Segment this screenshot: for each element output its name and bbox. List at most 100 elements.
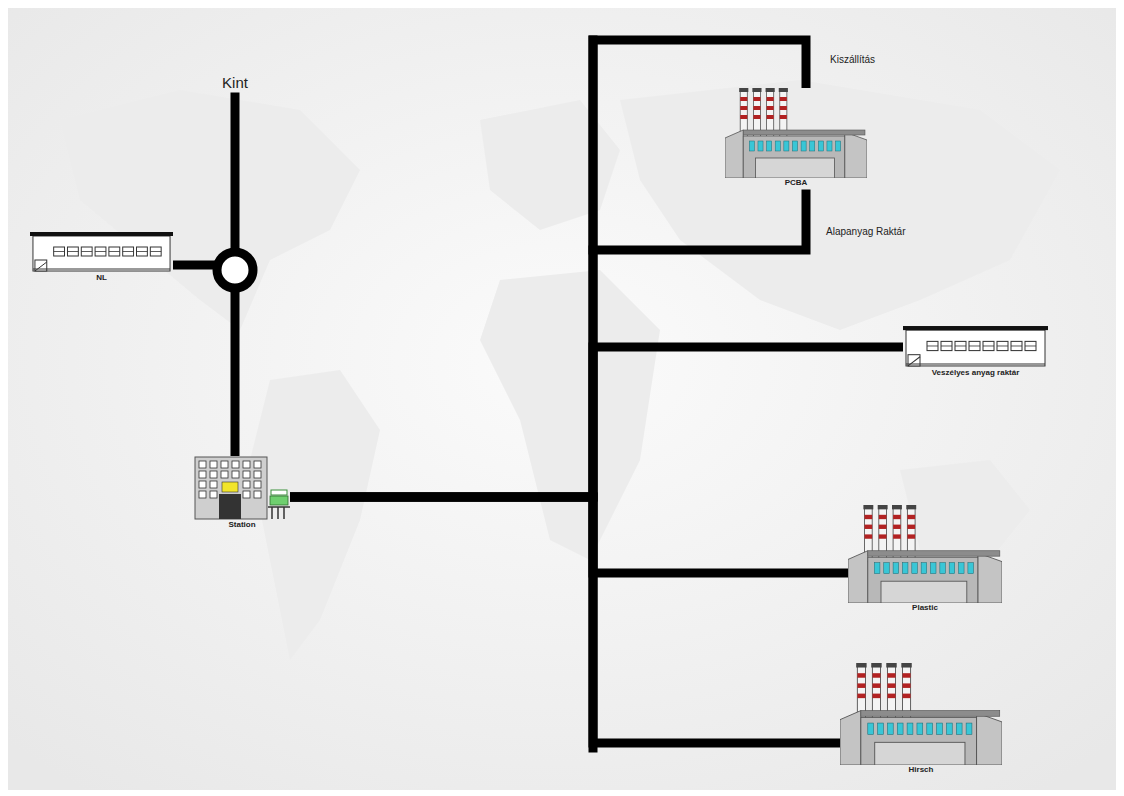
chimney-band bbox=[780, 97, 787, 101]
chimney-band bbox=[879, 525, 887, 529]
chimney-band bbox=[767, 97, 774, 101]
factory-icon bbox=[840, 663, 1002, 765]
chimney-band bbox=[865, 525, 873, 529]
station-window bbox=[221, 471, 228, 478]
window-bar bbox=[941, 345, 952, 346]
warehouse-node: NL bbox=[30, 231, 173, 283]
factory-window bbox=[966, 723, 972, 734]
factory-window bbox=[818, 141, 823, 151]
roads bbox=[235, 40, 806, 748]
chimney-top bbox=[906, 505, 916, 509]
warehouse-window bbox=[927, 341, 938, 350]
chimney-band bbox=[907, 525, 915, 529]
factory-window bbox=[758, 141, 763, 151]
warehouse-node: Veszélyes anyag raktár bbox=[903, 325, 1048, 378]
factory-window bbox=[949, 563, 955, 574]
factory-window bbox=[749, 141, 754, 151]
road-label: Alapanyag Raktár bbox=[826, 226, 906, 238]
station-window bbox=[243, 491, 250, 498]
factory-window bbox=[827, 141, 832, 151]
factory-node: PCBA bbox=[725, 88, 867, 188]
window-bar bbox=[1025, 345, 1036, 346]
station-window bbox=[243, 471, 250, 478]
map-ground bbox=[8, 8, 1116, 790]
node-label: Plastic bbox=[848, 603, 1002, 613]
chimney-band bbox=[907, 515, 915, 519]
continent bbox=[620, 80, 1060, 330]
chimney-band bbox=[865, 534, 873, 538]
station-window bbox=[199, 471, 206, 478]
train-body bbox=[270, 496, 288, 505]
warehouse-icon bbox=[903, 325, 1048, 368]
chimney-top bbox=[871, 663, 881, 668]
factory-window bbox=[912, 563, 918, 574]
station-window bbox=[199, 491, 206, 498]
station-window bbox=[243, 461, 250, 468]
factory-window bbox=[810, 141, 815, 151]
road-label: Kiszállítás bbox=[830, 54, 875, 66]
chimney-top bbox=[863, 505, 873, 509]
chimney-band bbox=[893, 515, 901, 519]
chimney-top bbox=[779, 88, 788, 92]
station-window bbox=[232, 461, 239, 468]
road-out bbox=[231, 97, 240, 258]
factory-window bbox=[959, 563, 965, 574]
factory-window bbox=[927, 723, 933, 734]
window-bar bbox=[123, 251, 134, 252]
chimney-band bbox=[753, 106, 760, 110]
station-window bbox=[243, 481, 250, 488]
factory-window bbox=[775, 141, 780, 151]
window-bar bbox=[969, 345, 980, 346]
warehouse-icon bbox=[30, 231, 173, 273]
factory-window bbox=[801, 141, 806, 151]
station-node: Station bbox=[194, 456, 290, 530]
warehouse-floor bbox=[906, 363, 1045, 364]
warehouse-window bbox=[969, 341, 980, 350]
window-bar bbox=[955, 345, 966, 346]
factory-icon bbox=[725, 88, 867, 178]
chimney-top bbox=[878, 505, 888, 509]
chimney-band bbox=[893, 534, 901, 538]
road-raw-store bbox=[593, 194, 806, 250]
station-window bbox=[210, 471, 217, 478]
chimney-band bbox=[893, 525, 901, 529]
chimney-band bbox=[865, 515, 873, 519]
platform-post bbox=[277, 507, 279, 519]
road-connector bbox=[290, 40, 806, 497]
factory-window bbox=[868, 723, 874, 734]
factory-body bbox=[743, 136, 844, 178]
node-label: Hirsch bbox=[840, 765, 1002, 775]
chimney-band bbox=[907, 534, 915, 538]
continent bbox=[250, 370, 380, 660]
factory-node: Hirsch bbox=[840, 663, 1002, 775]
window-bar bbox=[95, 251, 106, 252]
factory-front bbox=[881, 581, 967, 603]
chimney-band bbox=[740, 106, 747, 110]
station-window bbox=[254, 471, 261, 478]
warehouse-window bbox=[955, 341, 966, 350]
chimney-band bbox=[740, 97, 747, 101]
chimney-top bbox=[766, 88, 775, 92]
factory-window bbox=[921, 563, 927, 574]
chimney-band bbox=[857, 673, 865, 678]
factory-window bbox=[874, 563, 880, 574]
station-window bbox=[221, 461, 228, 468]
window-bar bbox=[54, 251, 65, 252]
factory-roof-band bbox=[868, 551, 1000, 556]
warehouse-roof bbox=[30, 232, 173, 236]
warehouse-window bbox=[67, 247, 78, 256]
station-window bbox=[254, 461, 261, 468]
window-bar bbox=[1011, 345, 1022, 346]
window-bar bbox=[67, 251, 78, 252]
factory-wing-left bbox=[840, 711, 861, 765]
factory-wing-right bbox=[978, 553, 1002, 603]
node-label: NL bbox=[30, 273, 173, 283]
warehouse-window bbox=[983, 341, 994, 350]
station-window bbox=[254, 481, 261, 488]
road-connector bbox=[290, 347, 903, 497]
factory-window bbox=[767, 141, 772, 151]
window-bar bbox=[137, 251, 148, 252]
